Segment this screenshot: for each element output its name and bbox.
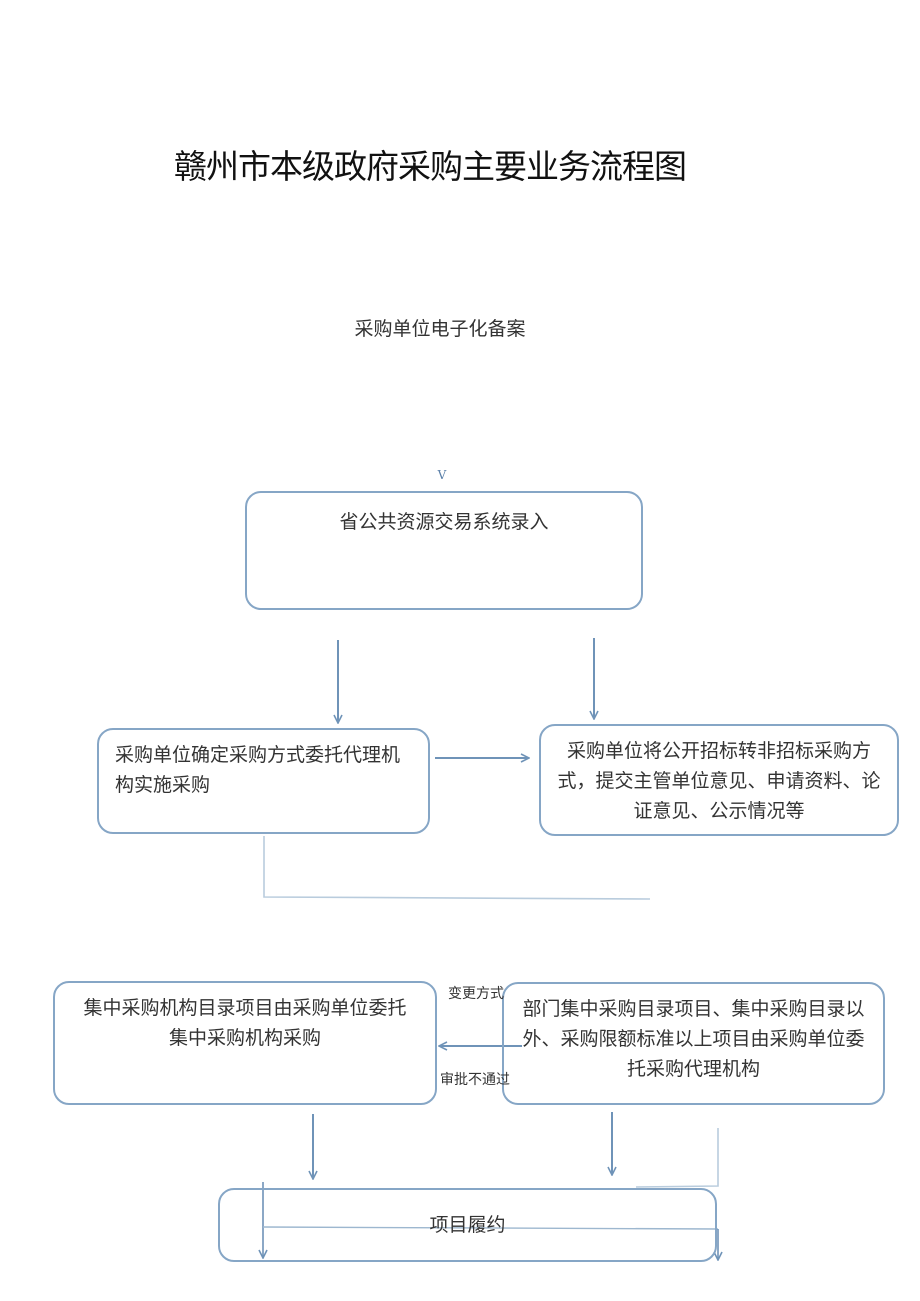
- node-determine-method: 采购单位确定采购方式委托代理机构实施采购: [97, 728, 430, 834]
- subtitle: 采购单位电子化备案: [354, 318, 526, 340]
- small-mark: V: [437, 468, 447, 482]
- node-convert-method-label: 采购单位将公开招标转非招标采购方式，提交主管单位意见、申请资料、论证意见、公示情…: [557, 740, 881, 822]
- bracket-line-upper: [263, 836, 651, 900]
- page-title: 赣州市本级政府采购主要业务流程图: [174, 147, 687, 186]
- node-system-entry-label: 省公共资源交易系统录入: [339, 511, 549, 533]
- edge-label-not-approved: 审批不通过: [440, 1072, 510, 1088]
- node-department-catalog: 部门集中采购目录项目、集中采购目录以外、采购限额标准以上项目由采购单位委托采购代…: [502, 982, 885, 1105]
- node-convert-method: 采购单位将公开招标转非招标采购方式，提交主管单位意见、申请资料、论证意见、公示情…: [539, 724, 899, 836]
- node-contract-performance: 项目履约: [218, 1188, 717, 1262]
- node-department-catalog-label: 部门集中采购目录项目、集中采购目录以外、采购限额标准以上项目由采购单位委托采购代…: [522, 998, 865, 1080]
- node-system-entry: 省公共资源交易系统录入: [245, 491, 643, 610]
- line-through-performance-horizontal: [262, 1226, 719, 1230]
- edge-label-change-method: 变更方式: [448, 986, 504, 1002]
- node-central-catalog-label: 集中采购机构目录项目由采购单位委托集中采购机构采购: [83, 997, 407, 1049]
- node-determine-method-label: 采购单位确定采购方式委托代理机构实施采购: [115, 744, 401, 796]
- bracket-line-right: [635, 1128, 719, 1188]
- node-contract-performance-label: 项目履约: [429, 1214, 506, 1236]
- node-central-catalog: 集中采购机构目录项目由采购单位委托集中采购机构采购: [53, 981, 437, 1105]
